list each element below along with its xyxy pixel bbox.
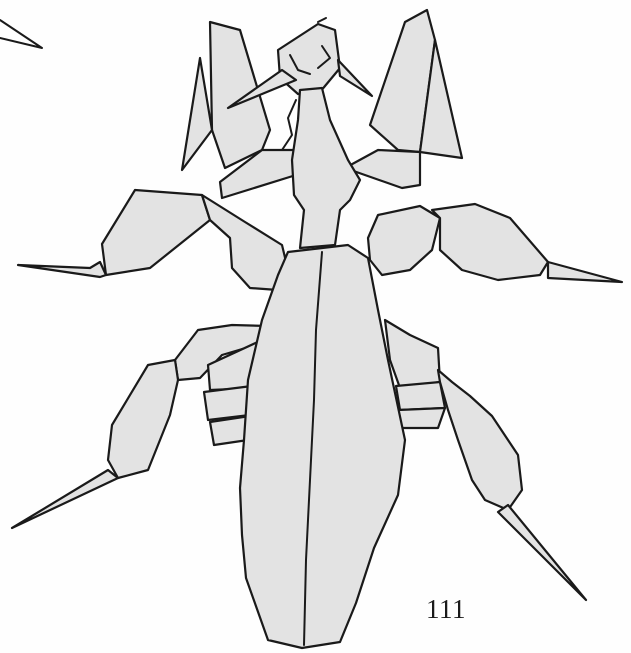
right-middle-leg — [368, 204, 622, 282]
step-number: 111 — [426, 594, 466, 625]
abdomen — [240, 245, 405, 648]
right-foreleg — [345, 10, 462, 188]
left-middle-leg — [18, 190, 288, 290]
arrow-fragment — [0, 20, 42, 48]
right-hind-leg — [438, 370, 586, 600]
thorax — [282, 88, 360, 248]
